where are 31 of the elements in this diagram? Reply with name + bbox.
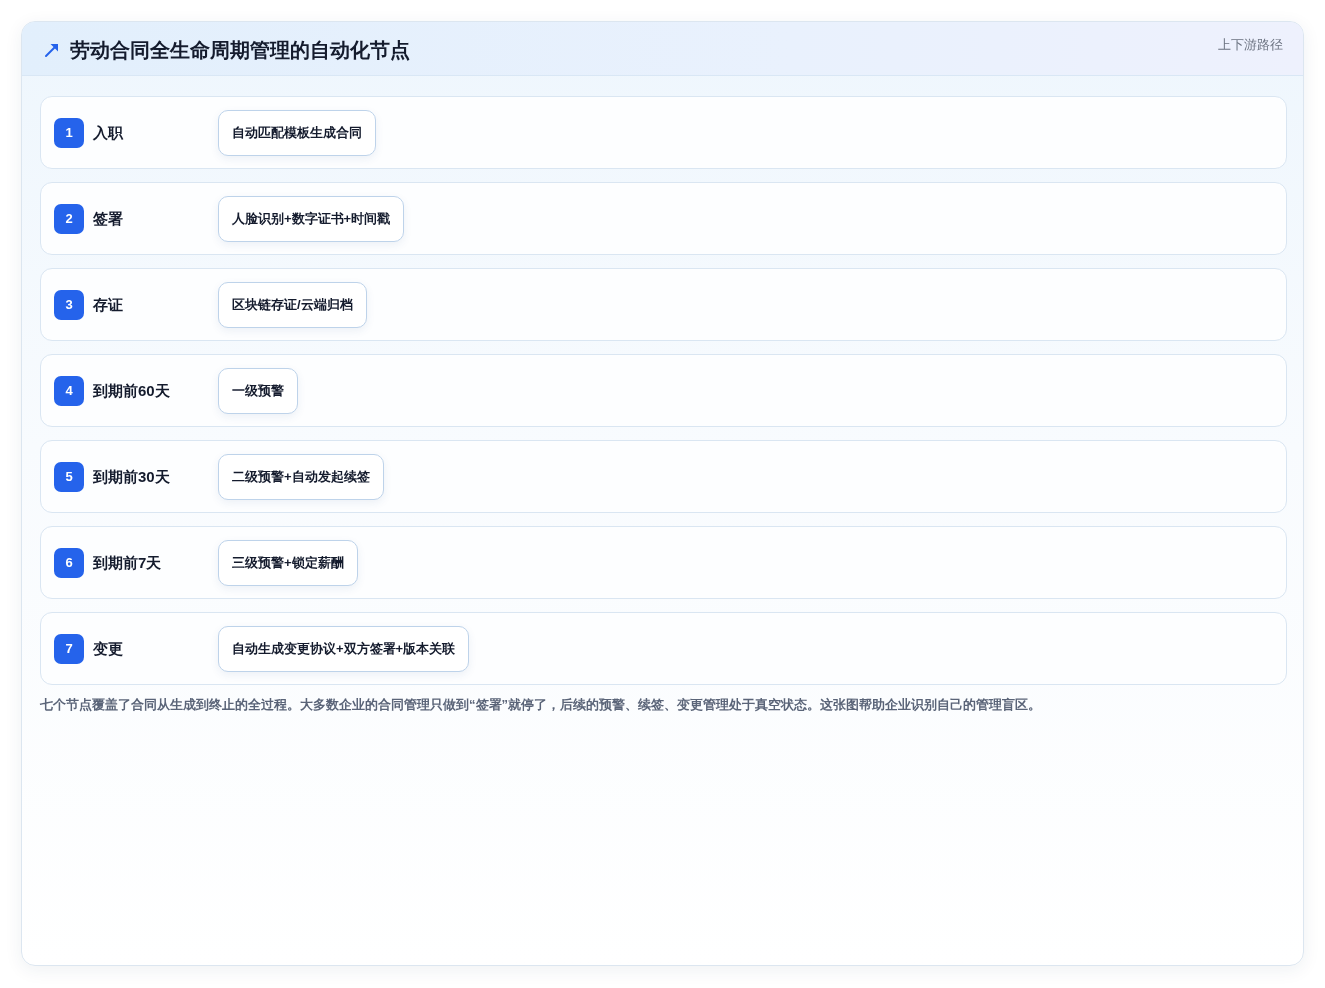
caption: 七个节点覆盖了合同从生成到终止的全过程。大多数企业的合同管理只做到“签署”就停了，后续的预警、续签、变更管理处于真空状态。这张图帮助企业识别自己的管理盲区。 (40, 696, 1041, 714)
number-badge: 7 (54, 634, 84, 664)
step-label: 入职 (93, 123, 123, 143)
action-chip: 一级预警 (218, 368, 298, 414)
action-chip: 区块链存证/云端归档 (218, 282, 367, 328)
step-card (40, 182, 1287, 255)
step-label: 到期前30天 (93, 467, 170, 487)
step-card (40, 268, 1287, 341)
header-note: 上下游路径 (1218, 36, 1283, 54)
number-badge: 1 (54, 118, 84, 148)
step-card (40, 96, 1287, 169)
action-chip: 人脸识别+数字证书+时间戳 (218, 196, 405, 242)
action-chip: 自动匹配模板生成合同 (218, 110, 376, 156)
step-label: 到期前7天 (93, 553, 162, 573)
step-label: 签署 (93, 209, 123, 229)
title: 劳动合同全生命周期管理的自动化节点 (70, 38, 410, 63)
number-badge: 5 (54, 462, 84, 492)
number-badge: 4 (54, 376, 84, 406)
action-chip: 二级预警+自动发起续签 (218, 454, 384, 500)
step-card (40, 354, 1287, 427)
number-badge: 3 (54, 290, 84, 320)
action-chip: 自动生成变更协议+双方签署+版本关联 (218, 626, 470, 672)
step-label: 存证 (93, 295, 123, 315)
number-badge: 6 (54, 548, 84, 578)
action-chip: 三级预警+锁定薪酬 (218, 540, 358, 586)
step-card (40, 526, 1287, 599)
step-label: 变更 (93, 639, 123, 659)
number-badge: 2 (54, 204, 84, 234)
step-card (40, 612, 1287, 685)
step-label: 到期前60天 (93, 381, 170, 401)
step-card (40, 440, 1287, 513)
